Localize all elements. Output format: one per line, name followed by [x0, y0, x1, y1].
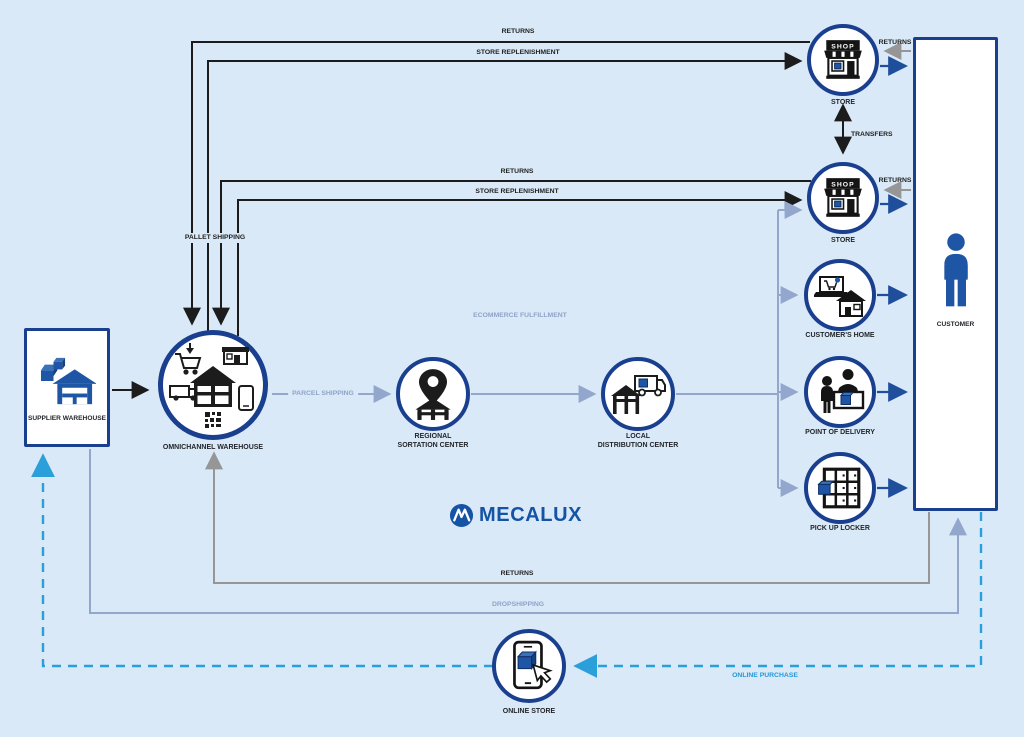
shop-icon: SHOP: [824, 40, 862, 79]
label-online-purchase: ONLINE PURCHASE: [732, 672, 798, 679]
label-customer-returns-middle: RETURNS: [878, 177, 912, 184]
point-of-delivery-label: POINT OF DELIVERY: [805, 429, 875, 436]
label-dropshipping: DROPSHIPPING: [491, 601, 545, 608]
mecalux-logo-icon: [449, 503, 474, 528]
store-middle-node: SHOP: [807, 162, 879, 234]
label-ecommerce-fulfillment: ECOMMERCE FULFILLMENT: [473, 312, 567, 319]
online-store-label: ONLINE STORE: [502, 708, 556, 715]
supplier-warehouse-node: SUPPLIER WAREHOUSE: [24, 328, 110, 447]
mecalux-logo: MECALUX: [449, 503, 582, 528]
label-returns-store-middle: RETURNS: [500, 168, 534, 175]
mecalux-logo-text: MECALUX: [479, 504, 583, 526]
store-middle-label: STORE: [831, 237, 855, 244]
omnichannel-warehouse-label: OMNICHANNEL WAREHOUSE: [162, 444, 264, 451]
label-returns-store-top: RETURNS: [501, 28, 535, 35]
phone-box-hand-icon: [513, 640, 553, 690]
shop-sign-text: SHOP: [831, 182, 854, 189]
point-of-delivery-node: [804, 356, 876, 428]
laptop-house-icon: [814, 276, 866, 317]
customers-home-label: CUSTOMER'S HOME: [805, 332, 875, 339]
label-customer-returns-top: RETURNS: [878, 39, 912, 46]
label-parcel-shipping: PARCEL SHIPPING: [288, 389, 358, 399]
locker-icon: [817, 467, 861, 509]
label-pallet-shipping: PALLET SHIPPING: [180, 233, 250, 243]
shop-icon: SHOP: [824, 178, 862, 217]
customer-node: CUSTOMER: [913, 37, 998, 511]
label-store-replenishment-middle: STORE REPLENISHMENT: [475, 188, 559, 195]
label-returns-warehouse: RETURNS: [500, 570, 534, 577]
customer-label: CUSTOMER: [936, 321, 975, 328]
omnichannel-warehouse-icon: [169, 343, 254, 428]
shop-sign-text: SHOP: [831, 44, 854, 51]
supplier-warehouse-label: SUPPLIER WAREHOUSE: [27, 414, 107, 422]
location-pin-warehouse-icon: [415, 369, 451, 420]
customers-home-node: [804, 259, 876, 331]
local-distribution-label: LOCAL DISTRIBUTION CENTER: [597, 433, 679, 449]
pick-up-locker-label: PICK UP LOCKER: [810, 525, 870, 532]
pick-up-locker-node: [804, 452, 876, 524]
store-top-label: STORE: [831, 99, 855, 106]
online-store-node: [492, 629, 566, 703]
regional-sortation-label: REGIONAL SORTATION CENTER: [397, 433, 469, 449]
supplier-warehouse-icon: [40, 357, 96, 404]
label-store-replenishment-top: STORE REPLENISHMENT: [476, 49, 560, 56]
customer-person-icon: [943, 233, 968, 307]
delivery-counter-icon: [821, 369, 865, 413]
regional-sortation-node: [396, 357, 470, 431]
store-top-node: SHOP: [807, 24, 879, 96]
local-distribution-node: [601, 357, 675, 431]
label-transfers: TRANSFERS: [851, 131, 893, 138]
omnichannel-warehouse-node: [158, 330, 268, 440]
warehouse-truck-icon: [611, 375, 666, 414]
